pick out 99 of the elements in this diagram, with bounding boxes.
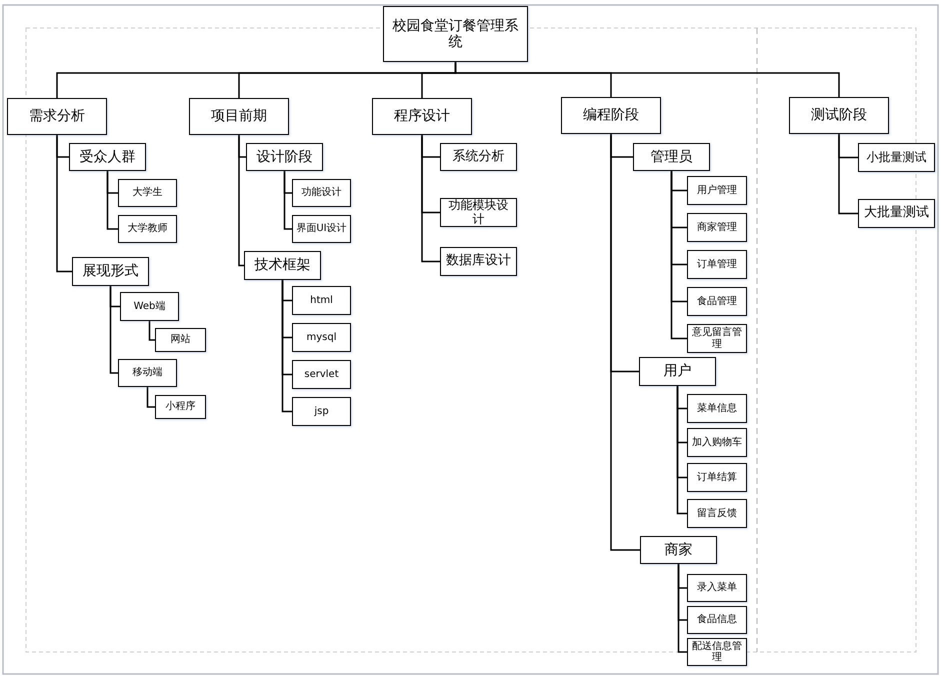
- connector-line: [110, 286, 118, 374]
- node-label: 展现形式: [82, 263, 138, 280]
- node-box: [858, 199, 935, 228]
- node-label: 功能模块设计: [448, 198, 510, 226]
- connector-line: [106, 171, 118, 230]
- node-label: 商家: [664, 542, 692, 558]
- node-label: 设计阶段: [256, 148, 312, 166]
- node-label: 程序设计: [394, 108, 450, 125]
- node-box: [687, 287, 747, 316]
- node-label: 食品管理: [697, 296, 737, 308]
- connector-line: [678, 564, 687, 653]
- node-label: 录入菜单: [697, 582, 737, 594]
- node-box: [292, 286, 351, 315]
- node-box: [858, 143, 935, 172]
- connector-line: [146, 387, 155, 408]
- node-box: [118, 179, 177, 207]
- connector-line: [838, 134, 858, 214]
- node-box: [383, 6, 528, 62]
- node-label: 管理员: [650, 148, 692, 166]
- node-box: [687, 606, 747, 634]
- node-label: 校园食堂订餐管理系统: [392, 18, 520, 50]
- node-label: 用户: [664, 363, 692, 380]
- node-label: 技术框架: [254, 257, 310, 274]
- node-box: [155, 328, 206, 352]
- node-box: [292, 397, 351, 426]
- node-box: [246, 143, 323, 171]
- connector-line: [238, 135, 244, 266]
- node-label: 界面UI设计: [296, 223, 347, 235]
- node-box: [440, 198, 517, 227]
- node-label: mysql: [306, 332, 336, 344]
- node-label: 数据库设计: [446, 254, 511, 269]
- node-label: 编程阶段: [583, 107, 639, 124]
- node-box: [372, 98, 472, 135]
- connector-line: [284, 171, 292, 230]
- node-label: 网站: [170, 334, 190, 346]
- node-box: [292, 323, 351, 352]
- node-box: [72, 257, 149, 286]
- node-box: [292, 215, 351, 243]
- node-box: [440, 143, 517, 171]
- node-label: 受众人群: [80, 148, 136, 166]
- node-box: [633, 143, 710, 171]
- node-label: 配送信息管理: [691, 640, 743, 664]
- node-box: [639, 357, 716, 386]
- connector-line: [454, 62, 840, 97]
- node-box: [687, 638, 747, 666]
- node-label: 订单结算: [697, 472, 737, 484]
- node-box: [69, 143, 146, 171]
- node-box: [118, 359, 177, 387]
- node-box: [561, 97, 661, 134]
- node-label: 食品信息: [697, 614, 737, 626]
- node-box: [687, 499, 747, 528]
- node-box: [687, 574, 747, 602]
- connector-line: [676, 386, 687, 514]
- node-label: 意见留言管理: [691, 327, 743, 350]
- node-label: 小批量测试: [866, 150, 926, 164]
- node-box: [118, 215, 177, 243]
- node-label: jsp: [314, 406, 329, 418]
- node-box: [640, 536, 717, 564]
- node-label: 大学教师: [128, 223, 168, 235]
- node-label: 项目前期: [211, 108, 267, 125]
- node-label: html: [310, 294, 333, 306]
- node-box: [440, 247, 517, 276]
- node-label: 移动端: [132, 367, 162, 379]
- node-box: [789, 97, 889, 134]
- node-label: 留言反馈: [697, 508, 737, 520]
- node-box: [189, 98, 289, 135]
- node-label: 功能设计: [302, 187, 342, 199]
- connector-line: [282, 280, 292, 412]
- node-label: 订单管理: [697, 258, 737, 270]
- node-label: 用户管理: [697, 184, 737, 196]
- node-label: 菜单信息: [697, 402, 737, 414]
- node-box: [155, 395, 206, 419]
- node-box: [120, 292, 179, 321]
- node-label: 小程序: [166, 401, 196, 413]
- node-box: [687, 463, 747, 492]
- node-box: [687, 250, 747, 279]
- node-label: Web端: [134, 300, 166, 312]
- connector-line: [421, 135, 440, 262]
- node-box: [687, 428, 747, 457]
- node-box: [687, 213, 747, 242]
- node-label: 系统分析: [452, 150, 504, 164]
- node-box: [292, 179, 351, 207]
- node-box: [687, 324, 747, 353]
- connector-line: [56, 135, 72, 272]
- node-label: 测试阶段: [811, 107, 867, 124]
- node-label: 大学生: [132, 187, 162, 199]
- connector-line: [148, 321, 155, 341]
- node-label: 需求分析: [29, 108, 85, 125]
- connector-line: [610, 134, 640, 551]
- node-box: [292, 360, 351, 389]
- connector-line: [670, 171, 687, 340]
- node-box: [687, 176, 747, 205]
- node-label: 商家管理: [697, 222, 737, 234]
- node-box: [244, 251, 321, 280]
- node-label: 大批量测试: [864, 206, 929, 221]
- node-label: servlet: [304, 368, 339, 380]
- node-box: [687, 394, 747, 423]
- node-label: 加入购物车: [692, 436, 742, 448]
- node-box: [7, 98, 107, 135]
